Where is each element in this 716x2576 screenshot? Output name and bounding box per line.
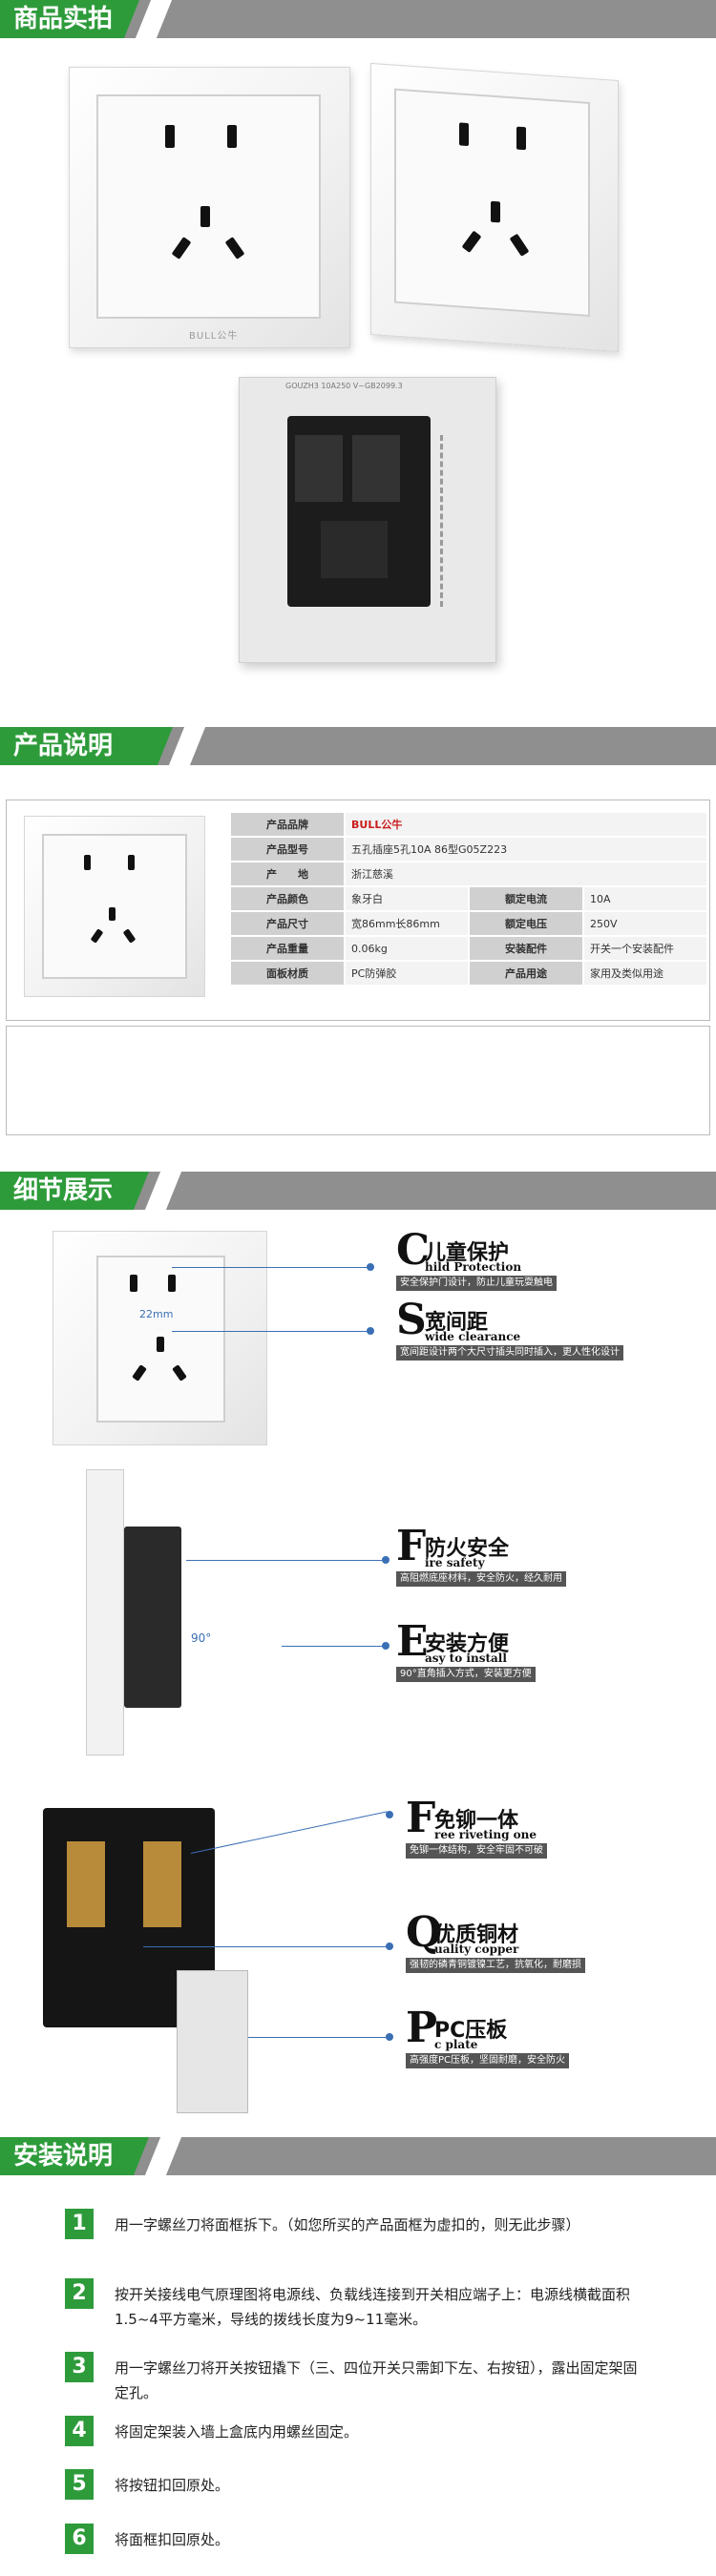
socket-photo-back: GOUZH3 10A250 V~GB2099.3 <box>239 377 496 663</box>
feature-quality-copper: Q 优质铜材 uality copper 强韧的磷青铜镀镍工艺，抗氧化，耐磨损 <box>406 1912 702 1984</box>
feature-fire-safety: F 防火安全 ire safety 高阻燃底座材料，安全防火，经久耐用 <box>396 1526 702 1598</box>
step-text: 将按钮扣回原处。 <box>115 2477 230 2494</box>
measure-label: 22mm <box>139 1308 174 1320</box>
spec-row: 产品颜色 象牙白 额定电流 10A <box>229 885 708 912</box>
socket-hole <box>168 1275 176 1292</box>
step-text: 将固定架装入墙上盒底内用螺丝固定。 <box>115 2423 359 2441</box>
socket-hole <box>200 206 210 227</box>
section-title: 产品说明 <box>0 727 173 765</box>
step-number: 6 <box>65 2524 94 2554</box>
section-banner-install: 安装说明 <box>0 2137 716 2175</box>
feature-wide-clearance: S 宽间距 wide clearance 宽间距设计两个大尺寸插头同时插入，更人… <box>396 1299 702 1372</box>
socket-hole <box>157 1337 164 1352</box>
spec-socket-image <box>24 816 205 997</box>
step-number: 2 <box>65 2278 94 2309</box>
feature-child-protection: C 儿童保护 hild Protection 安全保护门设计，防止儿童玩耍触电 <box>396 1230 702 1302</box>
section-banner-photos: 商品实拍 <box>0 0 716 38</box>
socket-hole <box>109 907 116 921</box>
angle-label: 90° <box>191 1631 212 1645</box>
spec-table: 产品品牌 BULL公牛 产品型号 五孔插座5孔10A 86型G05Z223 产 … <box>229 811 708 987</box>
spec-panel <box>6 800 710 1021</box>
detail-socket-side <box>86 1469 124 1755</box>
socket-hole <box>227 125 237 148</box>
section-banner-details: 细节展示 <box>0 1172 716 1210</box>
step-text: 用一字螺丝刀将开关按钮撬下（三、四位开关只需卸下左、右按钮），露出固定架固定孔。 <box>115 2359 638 2401</box>
section-title: 细节展示 <box>0 1172 149 1210</box>
brand-logo: BULL公牛 <box>351 819 403 831</box>
step-number: 3 <box>65 2352 94 2382</box>
spec-row: 产 地 浙江慈溪 <box>229 861 708 887</box>
detail-socket-front: 22mm <box>53 1231 267 1445</box>
socket-hole <box>165 125 175 148</box>
spec-row: 产品品牌 BULL公牛 <box>229 811 708 838</box>
step-number: 1 <box>65 2209 94 2239</box>
back-label: GOUZH3 10A250 V~GB2099.3 <box>285 382 403 390</box>
notes-box <box>6 1026 710 1135</box>
socket-hole <box>84 855 91 870</box>
spec-row: 产品尺寸 宽86mm长86mm 额定电压 250V <box>229 910 708 937</box>
spec-row: 面板材质 PC防弹胶 产品用途 家用及类似用途 <box>229 960 708 987</box>
step-number: 4 <box>65 2416 94 2446</box>
spec-row: 产品型号 五孔插座5孔10A 86型G05Z223 <box>229 836 708 862</box>
step-number: 5 <box>65 2469 94 2500</box>
step-text: 将面框扣回原处。 <box>115 2531 230 2548</box>
socket-hole <box>128 855 135 870</box>
pc-bracket <box>177 1970 248 2113</box>
socket-hole <box>516 126 526 151</box>
socket-hole <box>459 122 469 147</box>
socket-photo-angled <box>370 62 619 353</box>
step-text: 按开关接线电气原理图将电源线、负载线连接到开关相应端子上：电源线横截面积1.5~… <box>115 2286 631 2328</box>
section-title: 商品实拍 <box>0 0 139 38</box>
section-banner-description: 产品说明 <box>0 727 716 765</box>
socket-photo-front: BULL公牛 <box>69 67 350 348</box>
socket-hole <box>130 1275 137 1292</box>
socket-hole <box>491 200 500 223</box>
feature-rivet-free: F 免铆一体 ree riveting one 免铆一体结构，安全牢固不可破 <box>406 1797 702 1870</box>
feature-easy-install: E 安装方便 asy to install 90°直角插入方式，安装更方便 <box>396 1621 702 1693</box>
spec-row: 产品重量 0.06kg 安装配件 开关一个安装配件 <box>229 935 708 962</box>
step-text: 用一字螺丝刀将面框拆下。（如您所买的产品面框为虚扣的，则无此步骤） <box>115 2216 580 2233</box>
brand-logo: BULL公牛 <box>189 331 239 342</box>
section-title: 安装说明 <box>0 2137 149 2175</box>
feature-pc-plate: P PC压板 c plate 高强度PC压板，坚固耐磨，安全防火 <box>406 2007 702 2080</box>
